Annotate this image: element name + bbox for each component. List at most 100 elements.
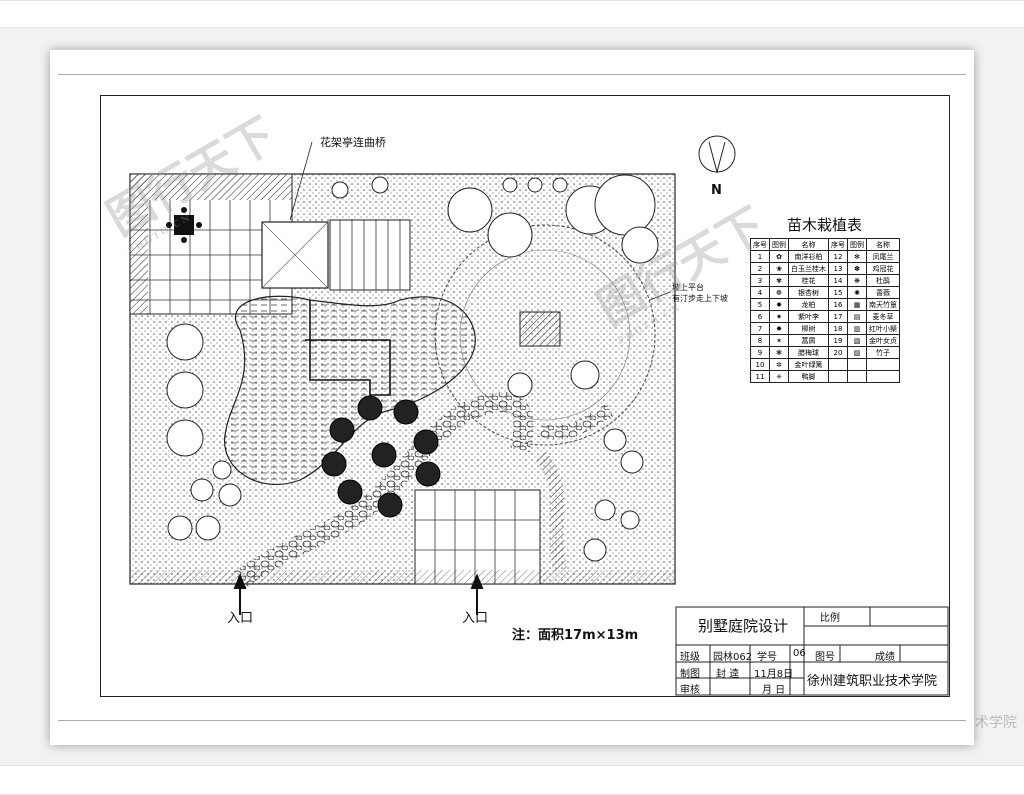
plant-table-cell: 腊梅球	[788, 346, 829, 359]
plant-table-cell: ✷	[769, 310, 789, 323]
area-note: 注：面积17m×13m	[512, 628, 639, 643]
plant-table-cell: ❃	[769, 346, 789, 359]
drafter-label: 制图	[680, 669, 700, 680]
plant-table-cell: 南洋衫柏	[788, 250, 829, 263]
stone-path-east	[537, 403, 614, 440]
plant-table-cell: 凤尾兰	[866, 250, 900, 263]
zigzag-bridge	[305, 300, 391, 396]
project-title: 别墅庭院设计	[698, 617, 789, 635]
plant-table-cell: ❋	[847, 274, 867, 287]
platform-note-line2: 有汀步走上下坡	[672, 294, 728, 303]
plant-table-cell: 14	[828, 274, 848, 287]
hedge-hatch-left	[130, 174, 148, 314]
scattered-trees	[166, 174, 659, 562]
plant-table-title: 苗木栽植表	[787, 216, 863, 234]
date-value: 11月8日	[754, 669, 794, 680]
stepping-path	[534, 450, 567, 572]
plant-table-cell: 12	[828, 250, 848, 263]
header-cell: 名称	[866, 238, 900, 251]
plant-table-cell: 4	[750, 286, 770, 299]
plant-table-cell: 柳树	[788, 322, 829, 335]
plant-table-cell: ❀	[769, 262, 789, 275]
plant-table-cell	[847, 370, 867, 383]
plant-table-cell: 15	[828, 286, 848, 299]
background-strip-top	[0, 0, 1024, 28]
plant-table-cell: 8	[750, 334, 770, 347]
bridge-label-leader	[289, 141, 313, 221]
plant-table-cell: 鸭脚	[788, 370, 829, 383]
scale-label: 比例	[820, 613, 840, 624]
plant-table-cell: ✺	[847, 286, 867, 299]
plant-table-row: 11✳鸭脚	[750, 370, 900, 383]
entrance-arrows	[233, 573, 484, 615]
header-cell: 序号	[828, 238, 848, 251]
plant-table-cell: 蒿屑	[788, 334, 829, 347]
background-strip-bottom	[0, 765, 1024, 795]
stone-path-main	[234, 392, 534, 589]
plant-table-cell: ▧	[847, 334, 867, 347]
student-no-label: 学号	[757, 652, 777, 663]
plant-table-cell: ✻	[847, 250, 867, 263]
plant-table-cell: 银杏树	[788, 286, 829, 299]
plant-table-cell: ▤	[847, 310, 867, 323]
north-arrow-circle	[698, 135, 736, 173]
plant-table-cell: 杜鹃	[866, 274, 900, 287]
entrance-label-left: 入口	[227, 611, 254, 626]
plant-table-cell: 鸡冠花	[866, 262, 900, 275]
plant-table-cell: 18	[828, 322, 848, 335]
plant-table-cell	[828, 358, 848, 371]
background-text-fragment: 术学院	[975, 715, 1017, 731]
plant-table-cell: 6	[750, 310, 770, 323]
date-label: 月 日	[762, 685, 786, 696]
plant-table-cell: 红叶小檗	[866, 322, 900, 335]
platform-note-line1: 坡上平台	[672, 283, 704, 292]
sheet-rule-top	[58, 74, 966, 75]
pond	[224, 295, 476, 485]
plant-table-cell: ▦	[847, 298, 867, 311]
plant-table-cell: 13	[828, 262, 848, 275]
class-value: 园林062	[713, 652, 753, 663]
title-block-lines	[675, 606, 949, 696]
plant-table-cell	[828, 370, 848, 383]
plant-table-cell: 5	[750, 298, 770, 311]
plant-table-cell: 金叶绿篱	[788, 358, 829, 371]
student-no-value: 06	[793, 648, 806, 659]
plant-table-cell: 龙柏	[788, 298, 829, 311]
plant-table-header: 序号 图例 名称 序号 图例 名称	[750, 238, 900, 251]
site-plan-svg	[129, 135, 949, 696]
entrance-paving	[414, 489, 541, 585]
drafter-value: 封 逵	[716, 669, 740, 680]
sheet-rule-bottom	[58, 720, 966, 721]
grade-label: 成绩	[875, 652, 895, 663]
north-arrow	[708, 141, 726, 174]
plant-table-cell: 7	[750, 322, 770, 335]
bridge-label: 花架亭连曲桥	[320, 136, 386, 149]
plant-table-cell: ▨	[847, 346, 867, 359]
plant-table-cell: 白玉兰桂木	[788, 262, 829, 275]
plant-table-cell: 南天竹篁	[866, 298, 900, 311]
plant-table-cell: ✳	[769, 370, 789, 383]
plant-table-cell: 桂花	[788, 274, 829, 287]
plant-table-cell: 9	[750, 346, 770, 359]
school-name: 徐州建筑职业技术学院	[807, 674, 938, 689]
drawing-frame	[100, 95, 950, 697]
header-cell: 名称	[788, 238, 829, 251]
plant-table-cell	[847, 358, 867, 371]
plant-table-cell: ▥	[847, 322, 867, 335]
table-square	[174, 215, 194, 235]
plant-table-cell: ✾	[769, 274, 789, 287]
plant-table-cell: ✶	[769, 334, 789, 347]
drawing-sheet: 花架亭连曲桥 N 坡上平台 有汀步走上下坡 入口 入口 注：面积17m×13m …	[50, 50, 974, 745]
plant-table-cell: 金叶女贞	[866, 334, 900, 347]
plant-table-cell: 竹子	[866, 346, 900, 359]
hedge-hatch-top	[130, 174, 292, 200]
plant-table-cell: ✽	[847, 262, 867, 275]
hedge-bottom	[130, 570, 675, 584]
plant-table-cell: 麦冬草	[866, 310, 900, 323]
